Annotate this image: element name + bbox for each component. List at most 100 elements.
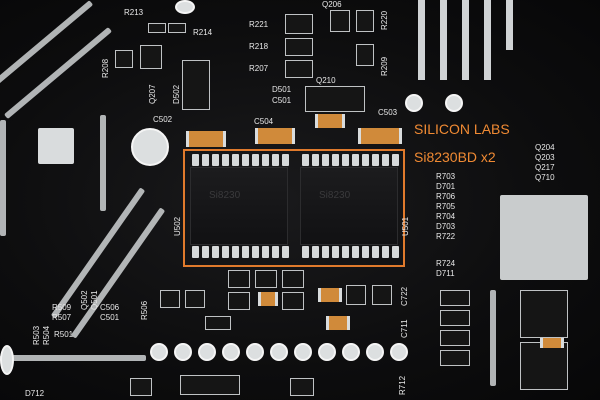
via [175, 0, 195, 14]
ic-u502-bottom-pins [192, 246, 289, 258]
label-r704: R704 [436, 212, 456, 221]
label-q204: Q204 [535, 143, 555, 152]
label-r501: R501 [54, 330, 74, 339]
ic-u502-marking: Si8230 [209, 190, 241, 201]
via [0, 345, 14, 375]
label-q206: Q206 [322, 0, 342, 9]
label-c502: C502 [153, 115, 173, 124]
trace-top-left [0, 0, 94, 86]
resistor-r209 [356, 44, 374, 66]
heatsink-stripe [462, 0, 469, 80]
label-r213: R213 [124, 8, 144, 17]
trace-top-left-2 [3, 26, 113, 120]
resistor-r214 [168, 23, 186, 33]
via-row [246, 343, 264, 361]
resistor [185, 290, 205, 308]
label-r705: R705 [436, 202, 456, 211]
square-pad [38, 128, 74, 164]
capacitor-c504 [255, 128, 295, 144]
trace-right [490, 290, 496, 386]
transistor-q206 [330, 10, 350, 32]
capacitor [258, 292, 278, 306]
label-u502: U502 [173, 216, 182, 236]
label-r504: R504 [42, 325, 51, 345]
resistor [440, 310, 470, 326]
label-d703: D703 [436, 222, 456, 231]
resistor [440, 350, 470, 366]
via-row [366, 343, 384, 361]
heatsink-stripe [484, 0, 491, 80]
via-row [270, 343, 288, 361]
resistor-r208 [115, 50, 133, 68]
label-c506: C506 [100, 303, 120, 312]
resistor-r220 [356, 10, 374, 32]
label-r703: R703 [436, 172, 456, 181]
via-row [342, 343, 360, 361]
label-r506: R506 [140, 300, 149, 320]
capacitor-c501 [315, 114, 345, 128]
via-row [390, 343, 408, 361]
label-r209: R209 [380, 56, 389, 76]
resistor-r207 [285, 60, 313, 78]
callout-manufacturer: SILICON LABS [414, 121, 510, 137]
resistor [255, 270, 277, 288]
heatsink-stripe [506, 0, 513, 50]
ic-u502-top-pins [192, 154, 289, 166]
capacitor [326, 316, 350, 330]
resistor [372, 285, 392, 305]
large-pad-right [500, 195, 588, 280]
via-row [294, 343, 312, 361]
label-r503: R503 [32, 325, 41, 345]
label-u501: U501 [401, 216, 410, 236]
label-d711: D711 [436, 269, 455, 278]
resistor-r221 [285, 14, 313, 34]
label-d712: D712 [25, 389, 45, 398]
resistor [440, 290, 470, 306]
label-r722: R722 [436, 232, 456, 241]
transistor [520, 342, 568, 390]
callout-part-number: Si8230BD x2 [414, 149, 496, 165]
trace-left-vertical [0, 120, 6, 236]
label-r220: R220 [380, 10, 389, 30]
resistor [205, 316, 231, 330]
transistor [520, 290, 568, 338]
ic-u501-bottom-pins [302, 246, 399, 258]
via [131, 128, 169, 166]
via-row [198, 343, 216, 361]
label-r509: R509 [52, 303, 72, 312]
label-c501: C501 [272, 96, 292, 105]
via-row [174, 343, 192, 361]
label-r507: R507 [52, 313, 72, 322]
resistor [130, 378, 152, 396]
ic-u501-top-pins [302, 154, 399, 166]
label-c504: C504 [254, 117, 274, 126]
via-row [222, 343, 240, 361]
label-q710: Q710 [535, 173, 555, 182]
label-d502: D502 [172, 84, 181, 104]
label-r724: R724 [436, 259, 456, 268]
heatsink-stripe [440, 0, 447, 80]
heatsink-stripe [418, 0, 425, 80]
diode-d502 [182, 60, 210, 110]
resistor [228, 292, 250, 310]
label-r706: R706 [436, 192, 456, 201]
via [445, 94, 463, 112]
label-q501: Q501 [90, 290, 99, 310]
transistor-q207 [140, 45, 162, 69]
resistor [346, 285, 366, 305]
label-r221: R221 [249, 20, 269, 29]
trace-bottom-left [0, 355, 146, 361]
highlight-box [183, 149, 405, 267]
resistor-r218 [285, 38, 313, 56]
capacitor [318, 288, 342, 302]
ic-u502: Si8230 [190, 167, 288, 245]
resistor [228, 270, 250, 288]
resistor-r213 [148, 23, 166, 33]
transistor-q210 [305, 86, 365, 112]
label-q217: Q217 [535, 163, 555, 172]
capacitor [540, 338, 564, 348]
label-d501: D501 [272, 85, 292, 94]
label-r207: R207 [249, 64, 269, 73]
label-q203: Q203 [535, 153, 555, 162]
trace-left-vertical-2 [100, 115, 106, 211]
